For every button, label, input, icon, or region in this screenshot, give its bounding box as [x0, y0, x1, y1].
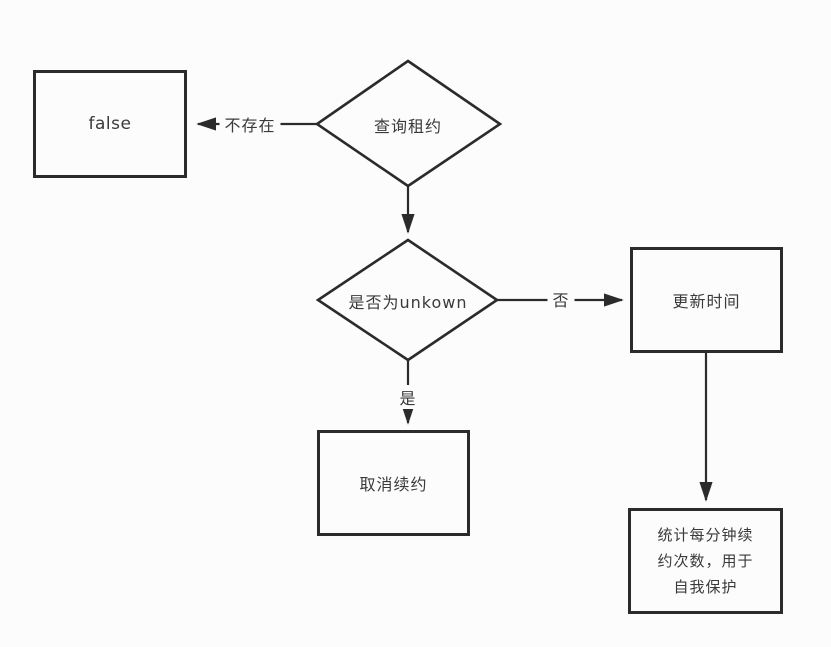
edge-label-not-exists: 不存在: [219, 112, 281, 136]
false-result-label: false: [88, 114, 132, 134]
count-renewals-node: 统计每分钟续 约次数，用于 自我保护: [628, 508, 783, 614]
count-renewals-line-2: 约次数，用于: [657, 552, 754, 570]
update-time-node: 更新时间: [630, 247, 783, 353]
false-result-node: false: [33, 70, 187, 178]
count-renewals-line-3: 自我保护: [673, 578, 738, 596]
query-lease-label: 查询租约: [373, 117, 443, 136]
cancel-renewal-label: 取消续约: [359, 475, 428, 494]
edge-label-yes: 是: [394, 385, 422, 409]
update-time-label: 更新时间: [672, 292, 741, 311]
edge-label-no: 否: [547, 287, 575, 311]
is-unknown-label: 是否为unkown: [348, 293, 468, 312]
cancel-renewal-node: 取消续约: [317, 430, 470, 536]
count-renewals-line-1: 统计每分钟续: [657, 526, 754, 544]
